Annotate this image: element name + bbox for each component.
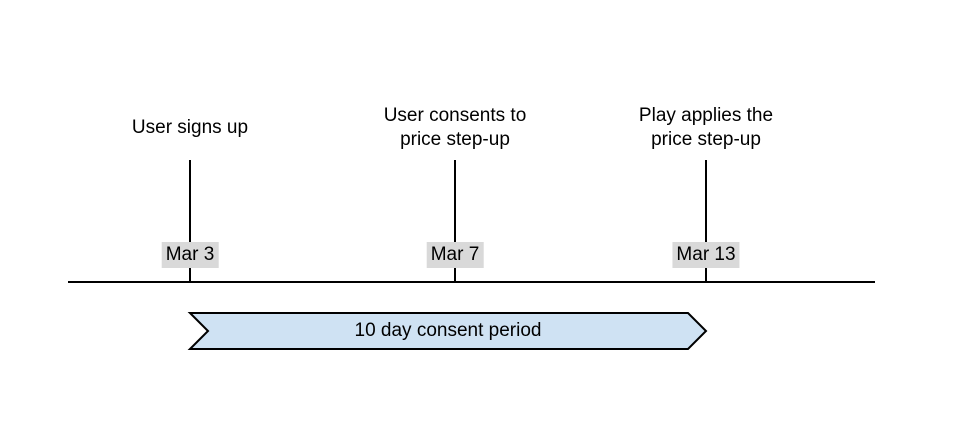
chevron-banner-polygon — [187, 312, 708, 350]
event-tick-line — [189, 160, 191, 282]
event-tick-line — [705, 160, 707, 282]
timeline-axis — [68, 281, 875, 283]
event-label: Play applies the price step-up — [638, 105, 774, 150]
consent-period-label: 10 day consent period — [354, 320, 542, 341]
event-date-badge: Mar 3 — [161, 242, 219, 268]
event-date-badge: Mar 13 — [672, 242, 740, 268]
event-label: User signs up — [131, 117, 249, 138]
event-tick-line — [454, 160, 456, 282]
event-label: User consents to price step-up — [383, 105, 527, 150]
event-date-badge: Mar 7 — [426, 242, 484, 268]
consent-period-banner-shape — [187, 312, 708, 350]
